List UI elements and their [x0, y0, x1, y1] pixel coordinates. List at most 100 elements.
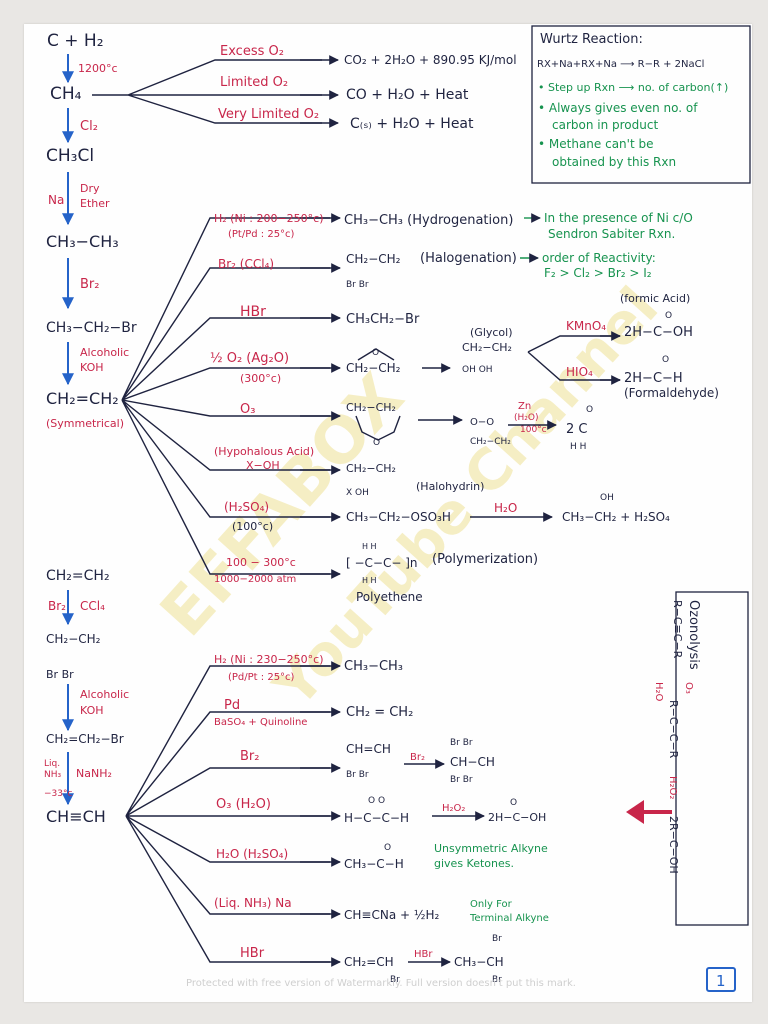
koh-label: KOH [80, 704, 104, 717]
oxidation-reagent: ½ O₂ (Ag₂O) [210, 351, 289, 366]
ether-label: Ether [80, 197, 110, 210]
koh-label: KOH [80, 361, 104, 374]
bromine-label: Br₂ [80, 277, 99, 292]
hydrogenation-note-2: Sendron Sabiter Rxn. [548, 227, 675, 241]
ozonolysis-acid: 2R−C−OH [667, 816, 680, 874]
wurtz-title: Wurtz Reaction: [540, 32, 643, 47]
ozonide-intermediate-base: CH₂−CH₂ [470, 437, 511, 447]
dibromoethene: CH=CH [346, 742, 391, 756]
ozonide-top: CH₂−CH₂ [346, 401, 396, 414]
alkyne-ozone-reagent: O₃ (H₂O) [216, 797, 271, 812]
ozone-product: 2 C [566, 422, 587, 437]
polymer-h-bottom: H H [362, 576, 377, 585]
red-pointer-arrowhead [626, 800, 644, 824]
tetrabromoethane: CH−CH [450, 755, 495, 769]
ozonolysis-diketone: R−C−C−R [667, 700, 680, 759]
wurtz-note: carbon in product [552, 118, 658, 132]
alcoholic-label: Alcoholic [80, 346, 129, 359]
excess-o2-product: CO₂ + 2H₂O + 890.95 KJ/mol [344, 53, 517, 67]
hydrogenation-reagent: H₂ (Ni : 200−250°c) [214, 212, 324, 225]
glycol-label: (Glycol) [470, 326, 513, 339]
formic-oxygen: O [665, 311, 672, 321]
bromine-label: Br₂ [48, 599, 66, 613]
polymerization-label: (Polymerization) [432, 552, 538, 567]
zinc-label: Zn [518, 401, 531, 412]
alkyne-bromination-reagent: Br₂ [240, 749, 259, 764]
ethyl-hydrogen-sulfate: CH₃−CH₂−OSO₃H [346, 510, 451, 524]
hydration-note: Unsymmetric Alkyne [434, 842, 548, 855]
epoxide-oxygen: O [372, 348, 379, 358]
polymer-h-top: H H [362, 542, 377, 551]
wurtz-note: obtained by this Rxn [552, 155, 676, 169]
ozonolysis-alkyne: R−C≡C−R [671, 600, 684, 659]
chlorine-label: Cl₂ [80, 119, 98, 134]
halogenation-name: (Halogenation) [420, 251, 517, 266]
ethene-2: CH₂=CH₂ [46, 568, 110, 584]
alkyne-hydrogenation-reagent-2: (Pd/Pt : 25°c) [228, 672, 295, 683]
dibromo-top-br: Br [492, 934, 502, 944]
halohydrin: CH₂−CH₂ [346, 462, 396, 475]
ozonolysis-h2o: H₂O [653, 682, 664, 702]
halohydrin-substituents: X OH [346, 488, 369, 498]
temp-label: 1200°c [78, 62, 118, 75]
dibromoethane: CH₂−CH₂ [46, 632, 101, 646]
halogenation-reagent: Br₂ (CCl₄) [218, 257, 274, 271]
halogenation-product: CH₂−CH₂ [346, 252, 401, 266]
dibromo-bottom-br: Br [492, 975, 502, 985]
c-plus-h2: C + H₂ [47, 31, 104, 51]
kmno4-label: KMnO₄ [566, 319, 606, 333]
wurtz-equation: RX+Na+RX+Na ⟶ R−R + 2NaCl [537, 59, 704, 70]
sulfuric-water: H₂O [494, 501, 517, 515]
peroxide-label: H₂O₂ [442, 803, 465, 814]
alkyne-hydrogenation-reagent: H₂ (Ni : 230−250°c) [214, 653, 324, 666]
formaldehyde-oxygen: O [662, 355, 669, 365]
sodamide-note-2: Terminal Alkyne [469, 913, 549, 924]
limited-o2-product: CO + H₂O + Heat [346, 87, 469, 103]
halogenation-substituents: Br Br [346, 280, 369, 290]
ethene: CH₂=CH₂ [46, 389, 119, 408]
hbr-reagent-2: HBr [414, 949, 433, 960]
epoxide-ring [357, 348, 395, 361]
hydrogenation-product: CH₃−CH₃ (Hydrogenation) [344, 213, 513, 228]
very-limited-o2-product: C₍ₛ₎ + H₂O + Heat [350, 116, 474, 132]
lindlar-reagent: Pd [224, 698, 240, 713]
hbr-product: CH₃CH₂−Br [346, 312, 420, 327]
vinyl-bromide-product: CH₂=CH [344, 955, 394, 969]
sulfuric-reagent: (H₂SO₄) [224, 500, 269, 514]
excess-o2-label: Excess O₂ [220, 44, 284, 59]
wurtz-note: • Always gives even no. of [538, 101, 698, 115]
chloromethane: CH₃Cl [46, 146, 94, 166]
temp-label: −33°c [44, 789, 72, 799]
tetrabromo-top: Br Br [450, 738, 473, 748]
vinyl-bromide: CH₂=CH₂−Br [46, 732, 124, 746]
page-number: 1 [716, 972, 726, 990]
ethyne-branch-lines [125, 665, 330, 963]
glyoxal: H−C−C−H [344, 811, 409, 825]
lindlar-reagent-2: BaSO₄ + Quinoline [214, 717, 307, 728]
ozonide-oxygen: O [373, 438, 380, 448]
dibromo-substituents: Br Br [46, 668, 74, 681]
ammonia-label: NH₃ [44, 770, 62, 780]
formaldehyde-label: (Formaldehyde) [624, 386, 719, 400]
polyethene-label: Polyethene [356, 590, 423, 604]
dibromoethane-product: CH₃−CH [454, 955, 504, 969]
alkyne-hbr-reagent: HBr [240, 946, 265, 961]
methane: CH₄ [50, 84, 82, 104]
sodium-label: Na [48, 193, 64, 207]
temp-label: 100°c [520, 425, 547, 435]
sodamide-label: NaNH₂ [76, 767, 112, 780]
ethane: CH₃−CH₃ [46, 232, 119, 251]
epoxide: CH₂−CH₂ [346, 361, 401, 375]
hydrogenation-reagent-2: (Pt/Pd : 25°c) [228, 229, 295, 240]
glycol: CH₂−CH₂ [462, 341, 512, 354]
water-label: (H₂O) [514, 413, 538, 423]
hypohalous-formula: X−OH [246, 459, 280, 472]
hydrogenation-note: In the presence of Ni c/O [544, 211, 693, 225]
wurtz-box [531, 25, 751, 184]
acetaldehyde: CH₃−C−H [344, 857, 404, 871]
ethene-branch-lines [121, 217, 330, 575]
dry-label: Dry [80, 182, 100, 195]
hydration-note-2: gives Ketones. [434, 857, 514, 870]
wurtz-note: • Methane can't be [538, 137, 653, 151]
formaldehyde: 2H−C−H [624, 371, 683, 386]
